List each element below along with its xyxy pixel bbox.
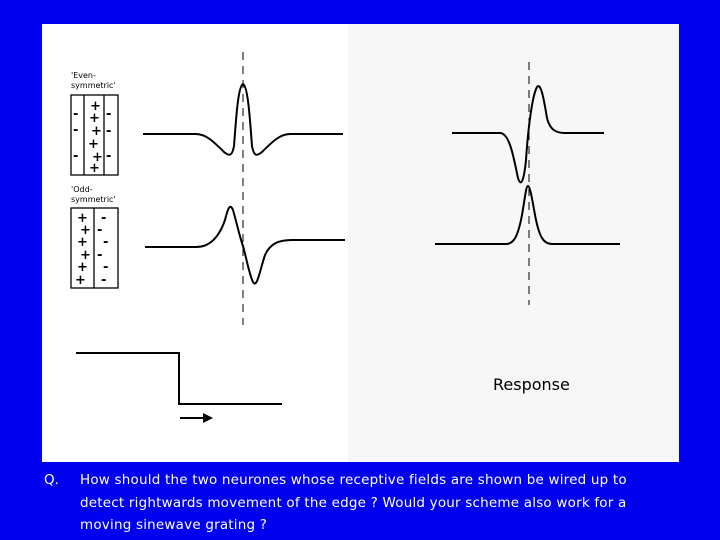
odd-label-line2: symmetric' bbox=[71, 195, 116, 204]
odd-rf-right-sign-3: - bbox=[103, 235, 108, 250]
even-receptive-field bbox=[70, 94, 119, 176]
even-rf-center-sign-5: + bbox=[92, 150, 103, 165]
odd-rf-right-sign-5: - bbox=[103, 260, 108, 275]
even-rf-left-sign-2: - bbox=[73, 123, 78, 138]
diagram-panel-left bbox=[42, 24, 348, 462]
rightward-arrow-icon bbox=[180, 413, 213, 423]
question-line-2: detect rightwards movement of the edge ?… bbox=[80, 494, 627, 511]
question-text: How should the two neurones whose recept… bbox=[80, 469, 704, 537]
even-label-line2: symmetric' bbox=[71, 81, 116, 90]
odd-rf-left-sign-6: + bbox=[75, 273, 86, 288]
even-rf-right-sign-3: - bbox=[106, 149, 111, 164]
odd-receptive-field bbox=[70, 207, 119, 289]
even-label-line1: 'Even- bbox=[71, 71, 96, 80]
odd-rf-left-sign-5: + bbox=[77, 260, 88, 275]
odd-rf-right-sign-1: - bbox=[101, 211, 106, 226]
even-rf-right-sign-2: - bbox=[106, 124, 111, 139]
question-marker: Q. bbox=[44, 472, 59, 488]
response-curve-bottom bbox=[435, 184, 620, 245]
even-rf-box bbox=[70, 94, 119, 176]
even-rf-right-sign-1: - bbox=[106, 107, 111, 122]
odd-profile-curve bbox=[145, 205, 345, 285]
even-rf-center-sign-6: + bbox=[89, 161, 100, 176]
even-rf-center-sign-3: + bbox=[91, 124, 102, 139]
odd-symmetric-label: 'Odd- symmetric' bbox=[71, 185, 141, 205]
odd-rf-right-sign-2: - bbox=[97, 223, 102, 238]
response-label: Response bbox=[493, 375, 570, 394]
even-rf-center-sign-2: + bbox=[89, 111, 100, 126]
question-line-1: How should the two neurones whose recept… bbox=[80, 472, 627, 488]
question-line-3: moving sinewave grating ? bbox=[80, 517, 268, 533]
even-symmetric-label: 'Even- symmetric' bbox=[71, 71, 141, 91]
even-rf-center-sign-1: + bbox=[90, 99, 101, 114]
odd-label-line1: 'Odd- bbox=[71, 185, 93, 194]
response-curve-top bbox=[452, 85, 604, 184]
odd-rf-right-sign-6: - bbox=[101, 273, 106, 288]
diagram-panel-right bbox=[348, 24, 679, 462]
odd-rf-left-sign-1: + bbox=[77, 211, 88, 226]
even-rf-left-sign-3: - bbox=[73, 149, 78, 164]
even-rf-left-sign-1: - bbox=[73, 107, 78, 122]
odd-rf-right-sign-4: - bbox=[97, 248, 102, 263]
even-rf-center-sign-4: + bbox=[88, 137, 99, 152]
odd-rf-left-sign-3: + bbox=[77, 235, 88, 250]
even-profile-curve bbox=[143, 82, 343, 156]
step-edge-line bbox=[76, 352, 282, 405]
odd-rf-left-sign-4: + bbox=[80, 248, 91, 263]
odd-rf-left-sign-2: + bbox=[80, 223, 91, 238]
